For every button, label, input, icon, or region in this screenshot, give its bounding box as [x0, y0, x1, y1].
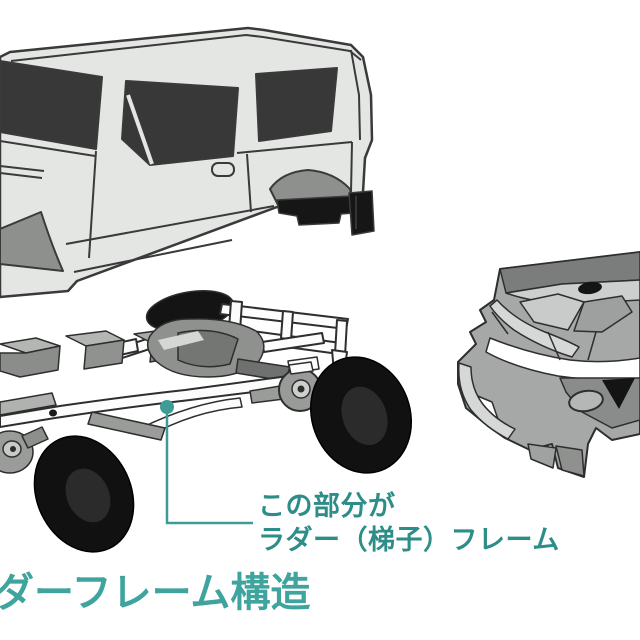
caption-title: ダーフレーム構造 — [0, 571, 311, 615]
chassis-right-tire — [309, 356, 413, 474]
frame-bolt-hole — [49, 409, 57, 417]
assembly-foot — [527, 443, 557, 469]
tow-hook-oval — [568, 389, 604, 413]
inner-panel-mid — [573, 295, 633, 333]
leader-line — [165, 412, 253, 525]
assembly-leg — [555, 445, 585, 477]
cowl-band — [489, 299, 580, 358]
chassis-left-tire — [33, 435, 135, 553]
drivetrain-components — [0, 318, 291, 416]
annotation-leader — [160, 400, 253, 525]
inner-panel-light — [519, 293, 585, 331]
front-assembly-illustration — [457, 251, 640, 478]
front-wheel-arch-shadow — [0, 211, 64, 272]
door-handle — [211, 162, 235, 177]
frame-opening-band — [485, 337, 640, 381]
ladder-frame-chassis-illustration — [0, 290, 413, 553]
front-door-window — [121, 80, 239, 166]
rear-side-window — [255, 67, 338, 142]
fender-shadow-wedge — [602, 378, 635, 409]
bumper-band — [458, 362, 516, 440]
leader-dot — [160, 400, 174, 414]
suv-body-shell-illustration — [0, 26, 375, 299]
rear-bumper-corner-box — [348, 190, 375, 236]
body-panel-lines — [0, 34, 362, 273]
windshield-glass — [0, 60, 103, 150]
vent-window-divider — [126, 94, 154, 165]
rear-bumper-block — [276, 195, 354, 226]
assembly-hole — [578, 281, 602, 295]
annotation-label: この部分が ラダー（梯子）フレーム — [258, 489, 560, 557]
annotation-line1: この部分が — [258, 491, 396, 521]
assembly-detail-lines — [491, 311, 597, 361]
annotation-line2: ラダー（梯子）フレーム — [258, 525, 560, 555]
